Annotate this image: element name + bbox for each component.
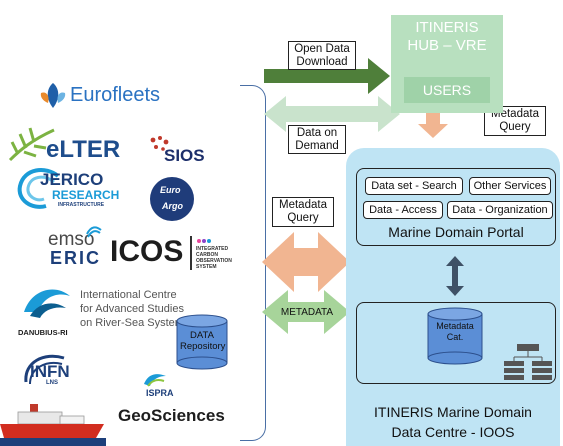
icos-divider (190, 236, 192, 270)
danubius-line-2: for Advanced Studies (80, 303, 184, 315)
meta-query-line-2: Query (287, 212, 319, 224)
meta-query-line-1: Metadata (279, 199, 327, 211)
data-access-pill: Data - Access (363, 201, 443, 219)
ispra-icon (144, 374, 166, 387)
metadata-label: METADATA (280, 306, 334, 318)
data-organization-pill: Data - Organization (447, 201, 553, 219)
emso-logo: emso (48, 229, 95, 250)
centre-title-line-2: Data Centre - IOOS (391, 424, 515, 440)
icos-subtitle: INTEGRATED CARBON OBSERVATION SYSTEM (196, 246, 232, 270)
other-services-pill: Other Services (469, 177, 551, 195)
users-metadata-query-label: Metadata Query (484, 106, 546, 136)
centre-title-line-1: ITINERIS Marine Domain (374, 404, 532, 420)
infn-logo: INFN (30, 362, 70, 381)
euro-argo-bottom-text: Argo (162, 201, 183, 211)
icos-logo: ICOS (110, 235, 184, 268)
itineris-hub-box: ITINERIS HUB – VRE USERS (391, 15, 503, 113)
danubius-logo: DANUBIUS-RI (18, 328, 68, 337)
elter-logo: eLTER (46, 136, 121, 163)
emso-eric-text: ERIC (50, 248, 102, 268)
portal-title: Marine Domain Portal (388, 224, 524, 240)
metadata-catalogue-box: Metadata Cat. (356, 302, 556, 384)
sios-logo: SIOS (164, 146, 205, 165)
open-data-download-label: Open Data Download (288, 41, 356, 70)
geosciences-logo: GeoSciences (118, 406, 225, 425)
jerico-subtitle-2: INFRASTRUCTURE (58, 202, 105, 208)
jerico-swirl-icon (17, 168, 60, 209)
hub-title-line-1: ITINERIS (415, 19, 479, 36)
data-repository-label: DATA Repository (180, 330, 226, 352)
sios-dots-icon (150, 136, 169, 151)
danubius-line-1: International Centre (80, 289, 177, 301)
infn-arc-icon (24, 354, 65, 385)
data-on-demand-arrow-icon (264, 96, 400, 132)
danubius-line-3: on River-Sea Systems (80, 317, 190, 329)
ispra-logo: ISPRA (146, 388, 174, 398)
elter-leaf-icon (8, 127, 55, 162)
metadata-query-arrow-icon (262, 232, 350, 292)
infn-subtitle: LNS (46, 380, 58, 386)
open-data-line-1: Open Data (294, 42, 350, 55)
users-meta-query-line-2: Query (499, 121, 531, 133)
data-demand-line-1: Data on (296, 126, 338, 139)
hub-title-line-2: HUB – VRE (407, 37, 487, 54)
euro-argo-top-text: Euro (160, 185, 181, 195)
marine-domain-portal: Data set - Search Other Services Data - … (356, 168, 556, 246)
users-box: USERS (404, 77, 490, 103)
users-meta-query-line-1: Metadata (491, 108, 539, 120)
eurofleets-logo-icon (40, 83, 66, 108)
metadata-arrow-icon (262, 290, 350, 334)
dataset-search-pill: Data set - Search (365, 177, 463, 195)
data-demand-line-2: Demand (295, 139, 339, 152)
metadata-query-label: Metadata Query (272, 197, 334, 227)
research-vessel-icon (0, 404, 106, 446)
server-network-icon (504, 344, 552, 380)
data-centre-title: ITINERIS Marine Domain Data Centre - IOO… (346, 402, 560, 442)
data-on-demand-label: Data on Demand (288, 125, 346, 154)
jerico-subtitle: RESEARCH (52, 188, 120, 202)
eurofleets-logo: Eurofleets (70, 84, 161, 106)
euro-argo-logo: Euro Argo (150, 177, 194, 221)
metadata-cat-cylinder-icon (427, 307, 483, 365)
emso-wave-icon (86, 226, 102, 238)
metadata-cat-label: Metadata Cat. (436, 321, 474, 342)
hub-title: ITINERIS HUB – VRE (391, 19, 503, 55)
open-data-arrow-icon (264, 58, 390, 94)
data-repository-cylinder-icon (176, 314, 228, 370)
icos-dots-icon (197, 239, 211, 243)
danubius-wave-icon (24, 289, 70, 318)
jerico-logo: JERICO (40, 170, 104, 189)
open-data-line-2: Download (296, 55, 348, 68)
users-query-arrow-icon (418, 104, 448, 138)
portal-metadata-arrow-icon (446, 256, 464, 296)
